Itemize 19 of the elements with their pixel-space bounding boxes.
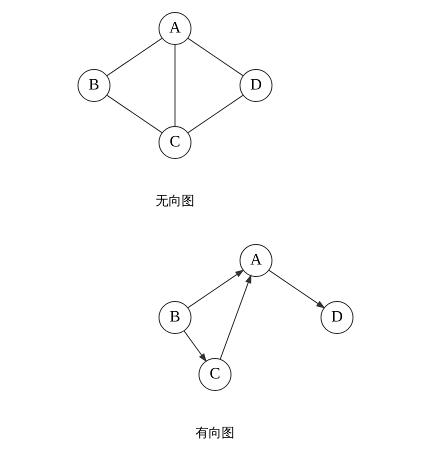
- node-circle: C: [158, 126, 191, 159]
- node-circle: D: [239, 69, 272, 102]
- connector: [186, 94, 243, 134]
- label: 有向图: [195, 426, 234, 441]
- arrow: [219, 274, 251, 360]
- connector: [187, 38, 244, 76]
- arrow: [268, 270, 325, 309]
- node-circle: C: [198, 358, 231, 391]
- connector: [106, 38, 162, 76]
- node-circle: B: [158, 301, 191, 334]
- connector: [106, 94, 162, 134]
- node-circle: A: [158, 12, 191, 45]
- connector: [174, 44, 175, 127]
- node-circle: B: [77, 69, 110, 102]
- node-circle: A: [239, 244, 272, 277]
- arrow: [186, 270, 244, 308]
- arrow: [183, 330, 206, 362]
- node-circle: D: [320, 301, 353, 334]
- label: 无向图: [155, 194, 194, 209]
